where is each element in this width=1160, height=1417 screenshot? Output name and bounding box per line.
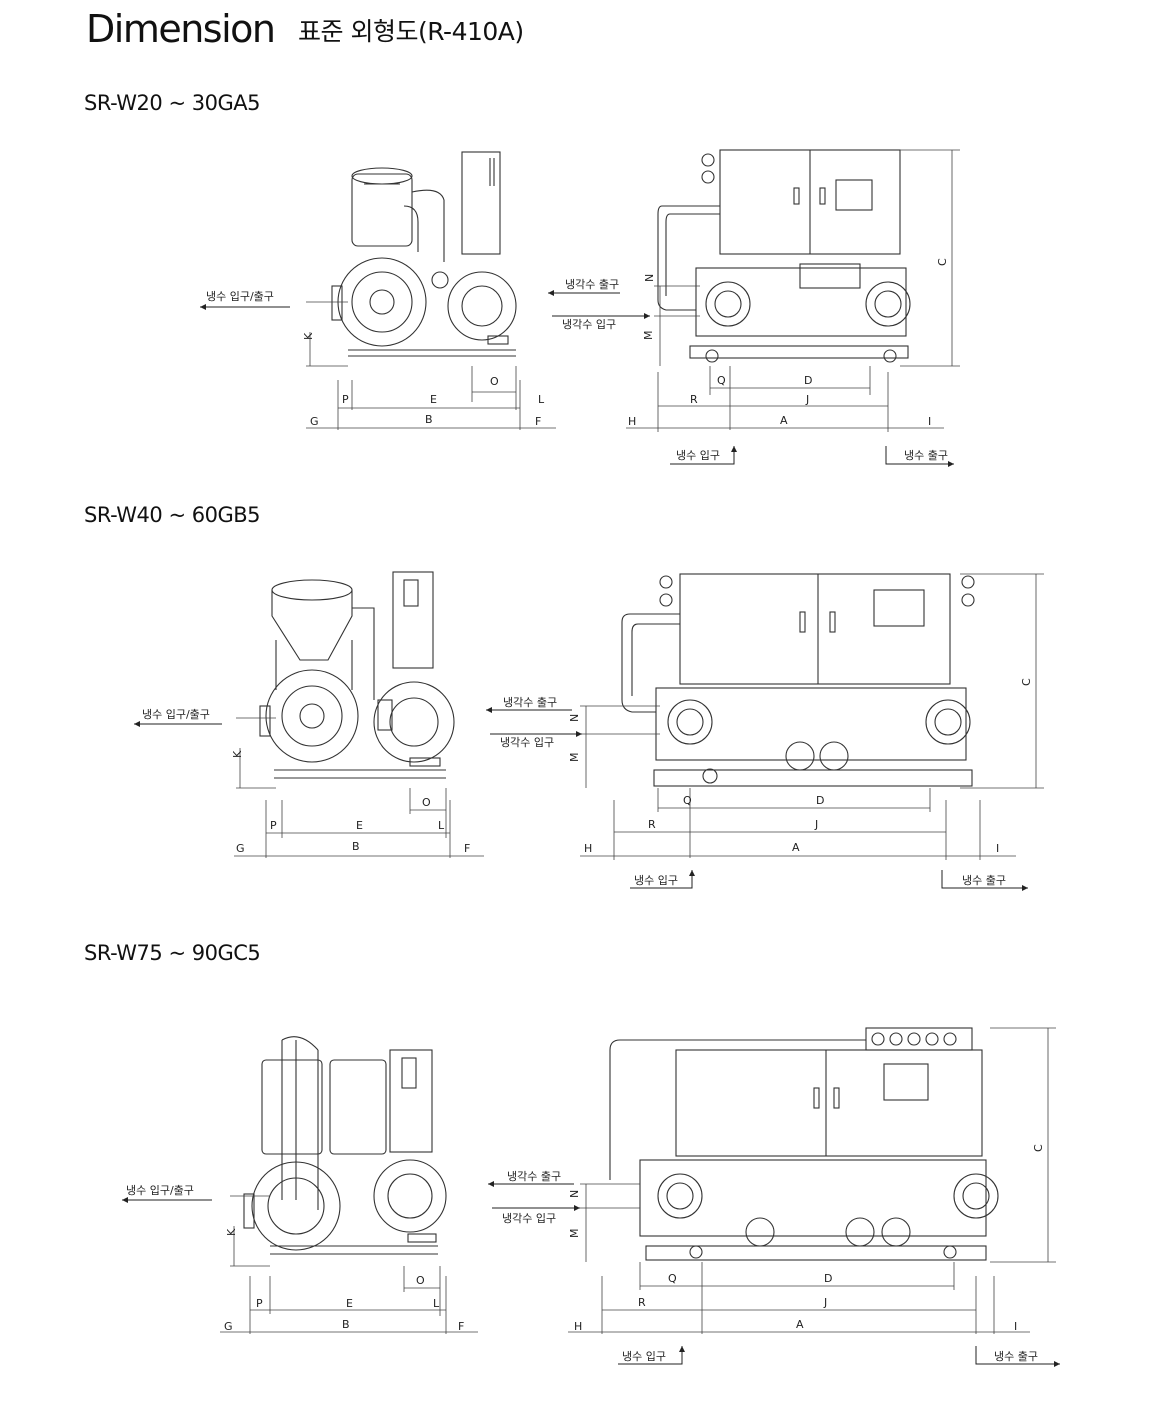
dim-label: F <box>464 842 470 855</box>
label-water-in-out: 냉수 입구/출구 <box>206 290 274 303</box>
dimension-lines-2 <box>234 573 1044 860</box>
label-water-in: 냉수 입구 <box>622 1350 666 1363</box>
page-subtitle: 표준 외형도(R-410A) <box>298 17 524 46</box>
model-title-2: SR-W40 ~ 60GB5 <box>84 503 261 527</box>
dim-label: A <box>780 414 788 427</box>
dim-label: G <box>236 842 245 855</box>
dim-label: I <box>1014 1320 1017 1333</box>
label-water-in-out: 냉수 입구/출구 <box>142 708 210 721</box>
dim-label: N <box>568 714 581 722</box>
drawing-3 <box>122 1027 1060 1367</box>
dim-label: H <box>574 1320 582 1333</box>
dim-label: R <box>638 1296 646 1309</box>
dim-label: E <box>430 393 437 406</box>
label-coolant-in: 냉각수 입구 <box>502 1212 556 1225</box>
dim-label: H <box>628 415 636 428</box>
front-view-2 <box>621 573 975 787</box>
dim-label: C <box>936 258 949 266</box>
model-title-3: SR-W75 ~ 90GC5 <box>84 941 261 965</box>
dim-label: L <box>538 393 545 406</box>
dim-label: J <box>805 393 809 406</box>
dim-label: K <box>225 1228 238 1236</box>
label-water-out: 냉수 출구 <box>904 449 948 462</box>
label-coolant-out: 냉각수 출구 <box>565 278 619 291</box>
label-coolant-in: 냉각수 입구 <box>500 736 554 749</box>
label-water-out: 냉수 출구 <box>962 874 1006 887</box>
dim-label: R <box>648 818 656 831</box>
model-title-1: SR-W20 ~ 30GA5 <box>84 91 260 115</box>
label-water-in: 냉수 입구 <box>676 449 720 462</box>
dim-label: Q <box>683 794 692 807</box>
dim-label: L <box>438 819 445 832</box>
dim-label: F <box>535 415 541 428</box>
dim-label: D <box>824 1272 832 1285</box>
dim-label: Q <box>668 1272 677 1285</box>
dim-label: M <box>642 331 655 341</box>
dim-label: D <box>804 374 812 387</box>
dim-label: I <box>996 842 999 855</box>
dim-label: E <box>356 819 363 832</box>
front-view-3 <box>609 1027 999 1261</box>
dim-label: P <box>256 1297 263 1310</box>
dim-label: N <box>568 1190 581 1198</box>
dim-label: G <box>224 1320 233 1333</box>
dim-label: J <box>823 1296 827 1309</box>
dim-label: P <box>342 393 349 406</box>
dim-label: A <box>792 841 800 854</box>
flow-arrows-2 <box>134 707 1028 891</box>
dim-label: I <box>928 415 931 428</box>
flow-arrows-1 <box>200 290 954 467</box>
label-water-out: 냉수 출구 <box>994 1350 1038 1363</box>
dim-label: O <box>490 375 499 388</box>
flow-arrows-3 <box>122 1181 1060 1367</box>
label-coolant-out: 냉각수 출구 <box>507 1170 561 1183</box>
dim-label: B <box>425 413 433 426</box>
dim-label: L <box>433 1297 440 1310</box>
drawing-1 <box>200 149 960 467</box>
dim-label: O <box>422 796 431 809</box>
dim-label: B <box>352 840 360 853</box>
dim-label: Q <box>717 374 726 387</box>
dim-label: H <box>584 842 592 855</box>
dim-label: B <box>342 1318 350 1331</box>
side-view-3 <box>243 1036 447 1255</box>
label-water-in-out: 냉수 입구/출구 <box>126 1184 194 1197</box>
dimension-lines-3 <box>220 1027 1056 1334</box>
dim-label: F <box>458 1320 464 1333</box>
dim-label: J <box>814 818 818 831</box>
dim-label: M <box>568 753 581 763</box>
page-title: Dimension <box>86 7 276 51</box>
label-water-in: 냉수 입구 <box>634 874 678 887</box>
dim-label: G <box>310 415 319 428</box>
dim-label: R <box>690 393 698 406</box>
front-view-1 <box>657 149 911 363</box>
dim-label: A <box>796 1318 804 1331</box>
dim-label: O <box>416 1274 425 1287</box>
dimension-lines-1 <box>306 149 960 432</box>
label-coolant-in: 냉각수 입구 <box>562 318 616 331</box>
side-view-1 <box>331 151 517 357</box>
label-coolant-out: 냉각수 출구 <box>503 696 557 709</box>
dim-label: K <box>231 750 244 758</box>
dim-label: D <box>816 794 824 807</box>
dim-label: M <box>568 1229 581 1239</box>
dim-label: C <box>1032 1144 1045 1152</box>
drawing-2 <box>134 571 1044 891</box>
dim-label: P <box>270 819 277 832</box>
side-view-2 <box>259 571 455 779</box>
dim-label: K <box>302 332 315 340</box>
dim-label: N <box>643 274 656 282</box>
dim-label: C <box>1020 678 1033 686</box>
dim-label: E <box>346 1297 353 1310</box>
